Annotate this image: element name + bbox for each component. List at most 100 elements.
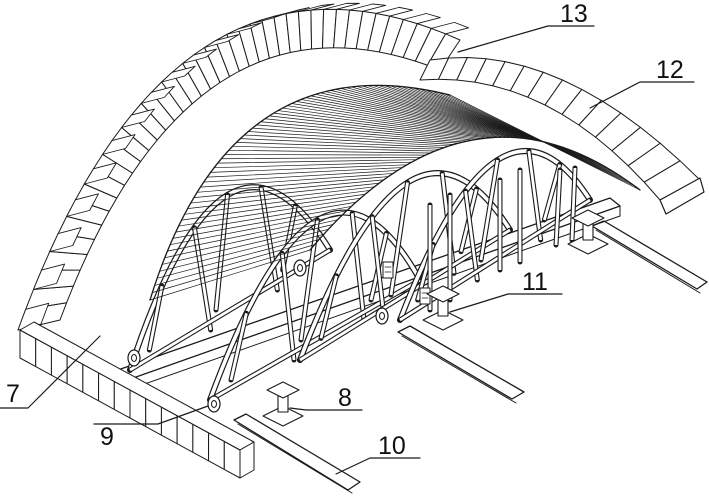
lagging-strip: [154, 239, 320, 286]
truss-brace-inner: [479, 159, 499, 261]
lagging-strip: [196, 176, 389, 193]
callout-7: 7: [6, 380, 20, 408]
roller-wheel: [127, 349, 141, 367]
callout-10: 10: [378, 432, 406, 460]
lagging-strip: [181, 193, 366, 221]
support-jacks: [262, 209, 609, 427]
callout-9: 9: [100, 423, 114, 451]
truss-brace-inner: [370, 216, 386, 317]
truss-brace-inner: [229, 313, 248, 381]
lagging-strip: [178, 197, 361, 227]
arch-lagging-strips: [149, 84, 641, 301]
callout-8: 8: [338, 384, 352, 412]
rail-front: [233, 413, 361, 494]
brick-top-face: [33, 263, 66, 290]
lagging-strip: [203, 170, 398, 183]
brick-top-face: [83, 162, 117, 185]
lagging-strip: [190, 182, 380, 204]
truss-brace-inner: [299, 219, 319, 341]
truss-brace-inner: [280, 253, 296, 361]
lagging-strip: [247, 131, 455, 145]
jack-base-plate: [422, 309, 464, 331]
lagging-strip: [149, 249, 311, 301]
lagging-rear-edge: [309, 136, 641, 251]
truss-brace-inner: [527, 150, 543, 241]
voussoir-brick: [310, 8, 325, 50]
voussoir-brick: [25, 285, 74, 310]
lagging-strip: [184, 190, 371, 215]
lagging-strip: [264, 118, 473, 141]
lagging-strip: [330, 89, 540, 142]
rail-middle: [397, 325, 525, 404]
lagging-strip: [282, 107, 492, 138]
roller-wheel: [293, 259, 307, 277]
lagging-strip: [220, 156, 422, 160]
leader-lines: [0, 25, 695, 475]
callout-12: 12: [656, 56, 684, 84]
lagging-strip: [175, 201, 357, 233]
lagging-strip: [273, 112, 483, 139]
lagging-strip: [335, 88, 545, 143]
lagging-strip: [210, 164, 408, 173]
lagging-strip: [340, 87, 549, 144]
lagging-strip: [167, 214, 343, 252]
lagging-strip: [260, 121, 469, 142]
lagging-strip: [286, 105, 497, 138]
callout-11: 11: [522, 268, 548, 296]
lagging-strip: [156, 233, 325, 279]
bottom-chord-inner: [209, 278, 421, 402]
lagging-strip: [232, 145, 436, 152]
base-rails: [233, 220, 708, 494]
lagging-strip: [305, 97, 516, 138]
lagging-strip: [412, 87, 612, 171]
brick-base-wall: [19, 321, 255, 479]
callout-labels: 13 12 11 10 9 8 7: [6, 0, 684, 460]
lagging-strip: [164, 219, 338, 259]
jack-top-plate: [426, 285, 460, 303]
brick-top-face: [182, 48, 217, 64]
brick-top-face: [297, 3, 335, 12]
lagging-strip: [239, 138, 445, 148]
post-bracket: [382, 261, 394, 279]
lagging-strip: [252, 127, 459, 144]
brick-top-face: [402, 13, 441, 25]
post-inner: [554, 169, 562, 246]
brick-top-face: [323, 2, 360, 10]
truss-brace-inner: [389, 182, 409, 296]
lagging-strip: [169, 210, 348, 246]
base-wall-end: [239, 441, 255, 479]
lagging-strip: [268, 115, 478, 140]
lagging-strip: [236, 142, 440, 150]
post-inner: [570, 167, 577, 241]
lagging-strip: [193, 179, 385, 198]
roller-hub: [211, 400, 217, 408]
roller-wheel: [207, 395, 221, 413]
truss-brace-inner: [319, 275, 338, 339]
lagging-strip: [172, 206, 352, 239]
brick-top-face: [49, 227, 82, 252]
lagging-strip: [224, 154, 426, 156]
lagging-strip: [200, 173, 394, 188]
rear-end-block: [659, 177, 705, 215]
brick-top-face: [226, 22, 262, 35]
voussoir-brick: [297, 9, 313, 51]
jack-base-plate: [567, 233, 609, 255]
brick-top-face: [273, 7, 310, 17]
post-bracket: [419, 287, 431, 305]
roller-wheel: [375, 307, 389, 325]
brick-top-face: [66, 193, 99, 217]
lagging-strip: [151, 244, 315, 293]
lagging-strip: [325, 91, 535, 141]
lagging-strip: [315, 93, 525, 139]
roller-hub: [379, 312, 385, 320]
lagging-strip: [213, 161, 412, 169]
rail-rear: [591, 220, 708, 294]
lagging-strip: [228, 149, 431, 154]
lagging-strip: [310, 95, 521, 139]
brick-top-face: [430, 21, 470, 35]
roller-hub: [131, 354, 137, 362]
lagging-strip: [291, 103, 502, 138]
brick-top-face: [204, 34, 240, 48]
lagging-strip: [217, 159, 417, 164]
